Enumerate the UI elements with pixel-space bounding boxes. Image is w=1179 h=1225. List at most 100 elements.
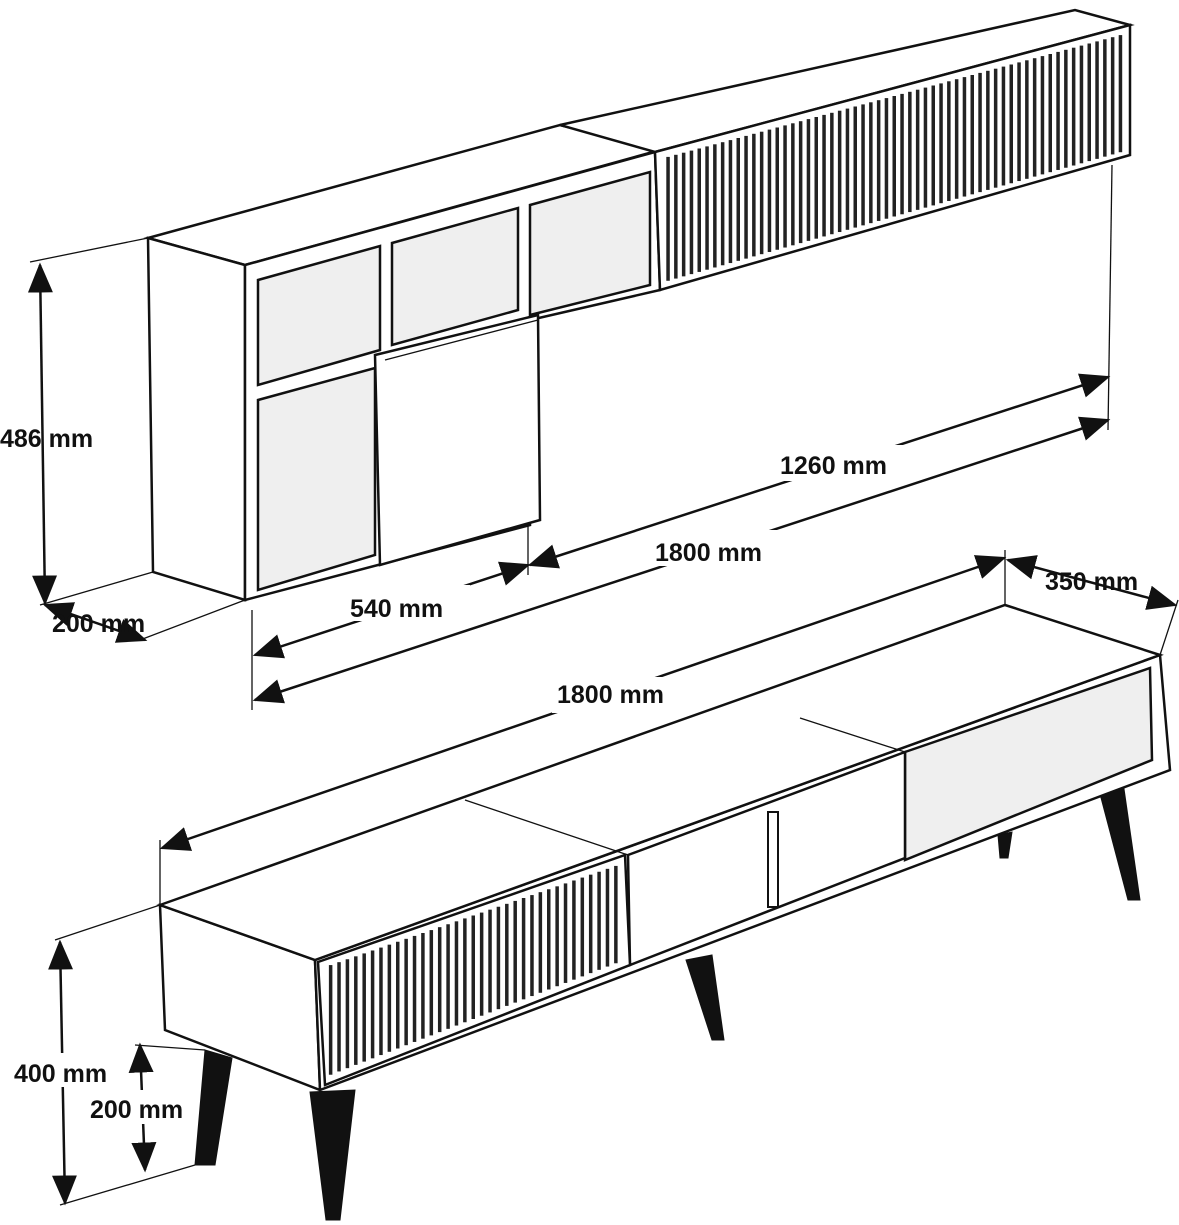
- wall-unit: [143, 8, 1135, 602]
- flute-slat: [1017, 62, 1021, 182]
- flute-slat: [538, 892, 543, 993]
- flute-slat: [479, 912, 484, 1016]
- flute-slat: [513, 900, 517, 1003]
- flute-slat: [580, 877, 585, 977]
- flute-slat: [978, 72, 982, 193]
- flute-slat: [614, 865, 618, 964]
- flute-slat: [767, 129, 772, 252]
- flute-slat: [822, 114, 826, 237]
- flute-slat: [354, 956, 358, 1065]
- flute-slat: [923, 87, 928, 208]
- shelf-bay: [390, 206, 520, 347]
- flute-slat: [666, 156, 670, 281]
- flute-slat: [954, 79, 959, 199]
- flute-slat: [1079, 45, 1084, 164]
- flute-slat: [775, 127, 779, 250]
- flute-slat: [861, 104, 865, 226]
- flute-slat: [454, 921, 459, 1026]
- flute-slat: [1095, 41, 1099, 159]
- flute-slat: [1032, 58, 1037, 177]
- flute-slat: [1048, 54, 1052, 173]
- flute-slat: [1001, 66, 1006, 186]
- wall-unit-door: [373, 313, 542, 567]
- flute-slat: [1110, 37, 1115, 155]
- flute-slat: [853, 106, 857, 228]
- leg: [309, 1089, 356, 1221]
- flute-slat: [845, 108, 850, 230]
- flute-slat: [939, 83, 943, 204]
- leg: [997, 831, 1013, 859]
- flute-slat: [1040, 56, 1045, 175]
- flute-slat: [947, 81, 951, 201]
- flute-slat: [362, 953, 366, 1062]
- wall-cabinet-fluting: [666, 35, 1123, 281]
- flute-slat: [892, 96, 896, 217]
- flute-slat: [387, 944, 392, 1052]
- flute-slat: [674, 154, 678, 279]
- flute-slat: [563, 883, 568, 983]
- flute-slat: [555, 886, 559, 987]
- flute-slat: [1064, 49, 1068, 168]
- tv-width-label: 1800 mm: [557, 681, 664, 709]
- flute-slat: [412, 935, 417, 1042]
- flute-slat: [1009, 64, 1013, 184]
- flute-slat: [1056, 51, 1060, 170]
- flute-slat: [720, 142, 725, 266]
- wall-depth-label: 200 mm: [52, 610, 145, 638]
- tv-depth-label: 350 mm: [1045, 568, 1138, 596]
- flute-slat: [337, 962, 341, 1072]
- flute-slat: [370, 950, 375, 1059]
- flute-slat: [837, 110, 842, 233]
- flute-slat: [798, 121, 803, 244]
- flute-slat: [759, 131, 764, 255]
- flute-slat: [547, 889, 551, 990]
- flute-slat: [993, 68, 998, 188]
- flute-slat: [1087, 43, 1091, 162]
- flute-slat: [328, 965, 333, 1075]
- flute-slat: [915, 89, 920, 210]
- flute-slat: [488, 909, 492, 1013]
- flute-slat: [1025, 60, 1029, 179]
- wall-height-label: 486 mm: [0, 425, 93, 453]
- leg: [194, 1049, 233, 1166]
- flute-slat: [521, 898, 526, 1000]
- flute-slat: [806, 119, 811, 241]
- flute-slat: [588, 874, 593, 974]
- flute-slat: [471, 915, 475, 1019]
- flute-slat: [496, 906, 501, 1010]
- flute-slat: [830, 112, 834, 235]
- flute-slat: [705, 146, 709, 270]
- flute-slat: [396, 941, 400, 1049]
- wall-left-section-label: 540 mm: [350, 595, 443, 623]
- tv-dimensions: 1800 mm 350 mm 400 mm 200 mm: [10, 550, 1179, 1206]
- flute-slat: [697, 148, 701, 272]
- flute-slat: [404, 938, 408, 1046]
- flute-slat: [689, 150, 694, 275]
- flute-slat: [962, 77, 967, 197]
- leg: [685, 954, 725, 1041]
- flute-slat: [970, 75, 974, 195]
- flute-slat: [791, 123, 795, 246]
- flute-slat: [728, 140, 733, 264]
- wall-cabinet-width-label: 1260 mm: [780, 452, 887, 480]
- wall-unit-left-side: [146, 236, 247, 602]
- door-handle: [767, 811, 779, 908]
- flute-slat: [900, 93, 904, 215]
- tv-drawer-fluting: [328, 865, 618, 1075]
- flute-slat: [605, 868, 610, 967]
- flute-slat: [1118, 35, 1123, 153]
- flute-slat: [1071, 47, 1076, 166]
- flute-slat: [530, 895, 534, 997]
- flute-slat: [986, 70, 990, 190]
- flute-slat: [421, 933, 425, 1039]
- flute-slat: [437, 927, 442, 1033]
- shelf-bay: [528, 170, 652, 317]
- shelf-bay: [256, 244, 382, 387]
- flute-slat: [869, 102, 873, 224]
- flute-slat: [597, 871, 601, 970]
- tv-leg-height-label: 200 mm: [90, 1096, 183, 1124]
- flute-slat: [752, 133, 756, 257]
- flute-slat: [876, 100, 881, 221]
